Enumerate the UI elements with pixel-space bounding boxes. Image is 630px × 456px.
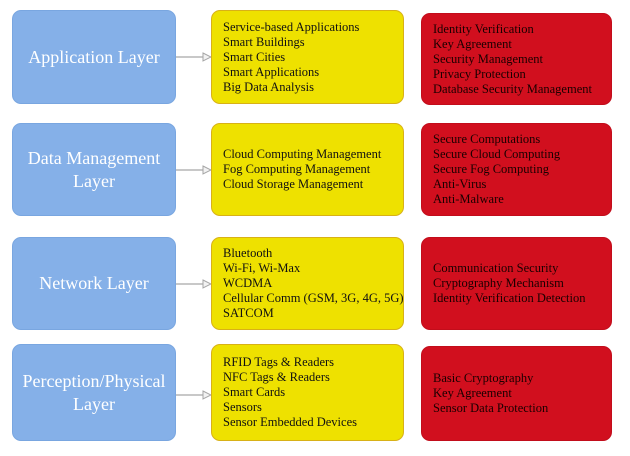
list-item-label: Communication Security bbox=[433, 261, 559, 275]
layer-box-application: Application Layer bbox=[12, 10, 176, 104]
list-item-label: Bluetooth bbox=[223, 246, 273, 260]
arrow-data-management bbox=[176, 165, 212, 175]
list-item-label: Cloud Storage Management bbox=[223, 177, 364, 191]
list-item-label: Identity Verification bbox=[433, 21, 534, 36]
list-item-label: Big Data Analysis bbox=[223, 79, 314, 94]
list-item-label: Cryptography Mechanism bbox=[433, 276, 564, 290]
list-item-label: Privacy Protection bbox=[433, 66, 526, 81]
list-item-label: Sensor Embedded Devices bbox=[223, 415, 357, 429]
layer-label: Application Layer bbox=[28, 46, 160, 67]
list-item-label: RFID Tags & Readers bbox=[223, 355, 335, 369]
list-item-label: Fog Computing Management bbox=[223, 162, 371, 176]
list-item-label: Basic Cryptography bbox=[433, 371, 534, 385]
arrow-network bbox=[176, 279, 212, 289]
list-item-label: Smart Applications bbox=[223, 64, 320, 79]
list-item-label: Smart Cards bbox=[223, 385, 286, 399]
list-item-label: Sensors bbox=[223, 400, 262, 414]
layer-label: Perception/Physical Layer bbox=[22, 371, 166, 414]
arrow-perception-physical bbox=[176, 390, 212, 400]
list-item-label: Smart Cities bbox=[223, 49, 286, 64]
list-item-label: Anti-Virus bbox=[433, 177, 487, 191]
list-item-label: Wi-Fi, Wi-Max bbox=[223, 261, 301, 275]
list-item-label: Security Management bbox=[433, 51, 544, 66]
layer-box-network: Network Layer bbox=[12, 237, 176, 330]
layer-box-perception-physical: Perception/Physical Layer bbox=[12, 344, 176, 441]
list-item-label: Secure Cloud Computing bbox=[433, 147, 561, 161]
list-item-label: WCDMA bbox=[223, 276, 273, 290]
list-item-label: Identity Verification Detection bbox=[433, 291, 586, 305]
list-item-label: Cellular Comm (GSM, 3G, 4G, 5G) bbox=[223, 291, 404, 305]
list-item-label: Database Security Management bbox=[433, 81, 592, 96]
list-item-label: Secure Fog Computing bbox=[433, 162, 549, 176]
list-item-label: Secure Computations bbox=[433, 132, 541, 146]
list-item-label: Service-based Applications bbox=[223, 19, 360, 34]
list-item-label: SATCOM bbox=[223, 306, 274, 320]
list-item-label: Key Agreement bbox=[433, 36, 512, 51]
list-item-label: Anti-Malware bbox=[433, 192, 504, 206]
layer-label: Data Management Layer bbox=[27, 148, 161, 191]
arrow-application bbox=[176, 52, 212, 62]
list-item-label: NFC Tags & Readers bbox=[223, 370, 330, 384]
list-item-label: Smart Buildings bbox=[223, 34, 305, 49]
list-item-label: Sensor Data Protection bbox=[433, 401, 549, 415]
layer-label: Network Layer bbox=[39, 273, 149, 294]
list-item-label: Key Agreement bbox=[433, 386, 512, 400]
list-item-label: Cloud Computing Management bbox=[223, 147, 382, 161]
layer-box-data-management: Data Management Layer bbox=[12, 123, 176, 216]
